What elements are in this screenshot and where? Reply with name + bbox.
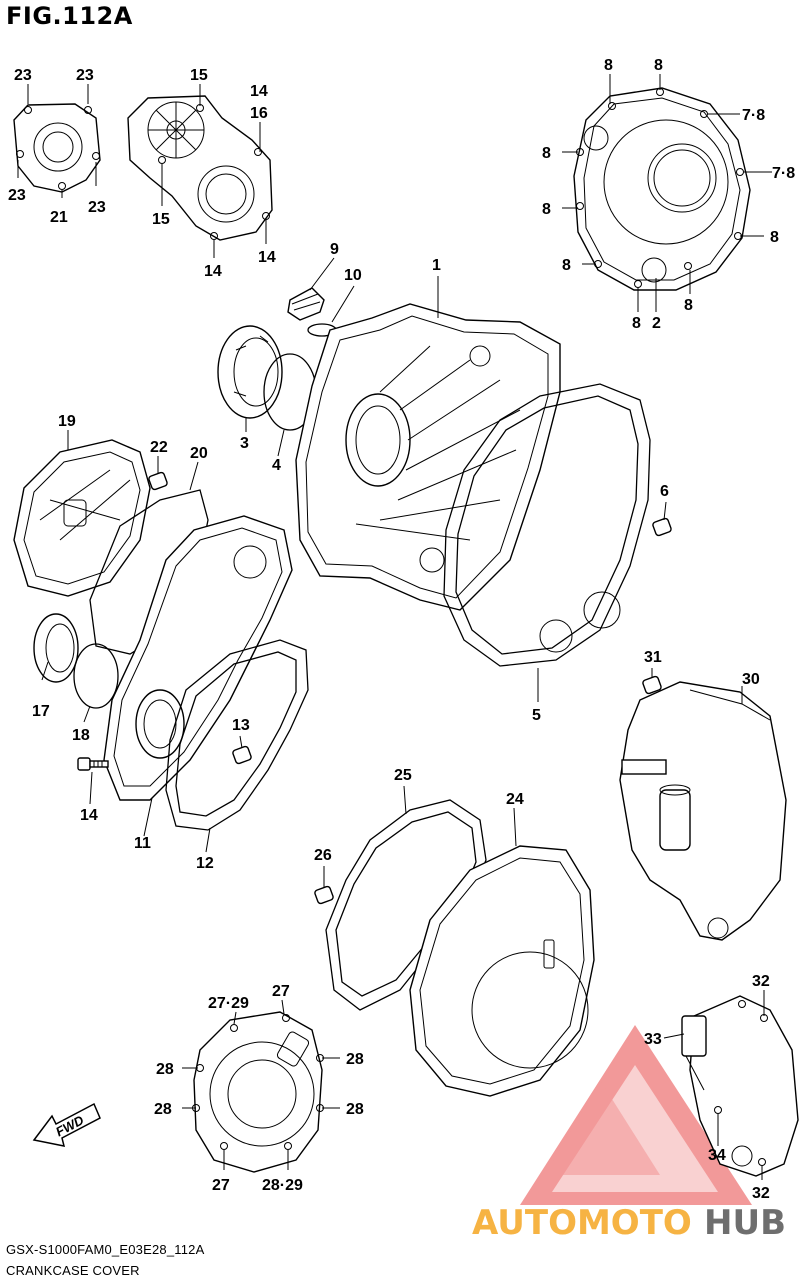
figure-caption: CRANKCASE COVER bbox=[6, 1263, 140, 1278]
callout-32: 32 bbox=[752, 973, 770, 990]
callout-16: 16 bbox=[250, 105, 268, 122]
callout-27-29: 27·29 bbox=[208, 995, 249, 1012]
callout-28: 28 bbox=[154, 1101, 172, 1118]
part-dowel-pin-6 bbox=[652, 517, 672, 537]
part-small-cover-23 bbox=[13, 103, 101, 193]
callout-28: 28 bbox=[346, 1051, 364, 1068]
part-gasket-25 bbox=[325, 799, 487, 1011]
part-dowel-pin-31 bbox=[642, 675, 662, 695]
callout-5: 5 bbox=[532, 707, 541, 724]
callout-9: 9 bbox=[330, 241, 339, 258]
callout-17: 17 bbox=[32, 703, 50, 720]
callout-4: 4 bbox=[272, 457, 281, 474]
callout-12: 12 bbox=[196, 855, 214, 872]
watermark-text: AUTOMOTO HUB bbox=[472, 1203, 786, 1243]
figure-code: GSX-S1000FAM0_E03E28_112A bbox=[6, 1242, 205, 1257]
figure-title: FIG.112A bbox=[6, 2, 133, 30]
callout-8: 8 bbox=[632, 315, 641, 332]
callout-13: 13 bbox=[232, 717, 250, 734]
part-cover-32-33-34 bbox=[681, 995, 799, 1177]
callout-14: 14 bbox=[250, 83, 268, 100]
part-generator-cover-24 bbox=[409, 845, 595, 1097]
part-gasket-12 bbox=[165, 639, 309, 831]
callout-27: 27 bbox=[272, 983, 290, 1000]
part-cover-11 bbox=[103, 515, 293, 801]
callout-27: 27 bbox=[212, 1177, 230, 1194]
callout-8: 8 bbox=[562, 257, 571, 274]
callout-30: 30 bbox=[742, 671, 760, 688]
callout-20: 20 bbox=[190, 445, 208, 462]
callout-31: 31 bbox=[644, 649, 662, 666]
part-gasket-5 bbox=[443, 383, 651, 667]
watermark-automoto: AUTOMOTO bbox=[472, 1203, 692, 1243]
part-dowel-pin-22 bbox=[148, 471, 168, 491]
callout-21: 21 bbox=[50, 209, 68, 226]
callout-8: 8 bbox=[604, 57, 613, 74]
callout-8: 8 bbox=[542, 145, 551, 162]
part-oil-seal-3 bbox=[217, 325, 283, 419]
callout-7-8: 7·8 bbox=[742, 107, 765, 124]
callout-15: 15 bbox=[190, 67, 208, 84]
callout-22: 22 bbox=[150, 439, 168, 456]
part-o-ring-18 bbox=[73, 643, 119, 709]
part-dowel-pin-26 bbox=[314, 885, 334, 905]
callout-8: 8 bbox=[654, 57, 663, 74]
callout-23: 23 bbox=[76, 67, 94, 84]
part-cover-19 bbox=[13, 439, 151, 597]
callout-11: 11 bbox=[134, 835, 151, 852]
callout-3: 3 bbox=[240, 435, 249, 452]
part-cover-27-28-29 bbox=[192, 1011, 324, 1173]
callout-34: 34 bbox=[708, 1147, 726, 1164]
callout-28: 28 bbox=[156, 1061, 174, 1078]
callout-2: 2 bbox=[652, 315, 661, 332]
callout-32: 32 bbox=[752, 1185, 770, 1202]
watermark-logo bbox=[520, 1025, 752, 1205]
callout-28: 28 bbox=[346, 1101, 364, 1118]
callout-24: 24 bbox=[506, 791, 524, 808]
part-cover-14-15-16 bbox=[127, 95, 273, 241]
fwd-arrow-icon: FWD bbox=[32, 1102, 101, 1147]
callout-8: 8 bbox=[684, 297, 693, 314]
callout-14: 14 bbox=[258, 249, 276, 266]
watermark-hub: HUB bbox=[704, 1203, 786, 1243]
part-clutch-cover-1 bbox=[295, 303, 561, 611]
part-dowel-pin-13 bbox=[232, 745, 252, 765]
callout-18: 18 bbox=[72, 727, 90, 744]
callout-28-29: 28·29 bbox=[262, 1177, 303, 1194]
callout-6: 6 bbox=[660, 483, 669, 500]
part-oil-filler-plug-9 bbox=[287, 287, 325, 321]
part-cover-30 bbox=[619, 681, 787, 941]
callout-33: 33 bbox=[644, 1031, 662, 1048]
callout-8: 8 bbox=[770, 229, 779, 246]
part-bolt-14 bbox=[77, 757, 109, 771]
callout-1: 1 bbox=[432, 257, 441, 274]
part-oil-seal-17 bbox=[33, 613, 79, 683]
leader-lines bbox=[17, 74, 772, 1180]
callout-23: 23 bbox=[8, 187, 26, 204]
callout-15: 15 bbox=[152, 211, 170, 228]
callout-labels: 23 23 23 21 23 15 14 16 15 14 14 8 8 7·8… bbox=[8, 57, 795, 1202]
callout-19: 19 bbox=[58, 413, 76, 430]
callout-23: 23 bbox=[88, 199, 106, 216]
callout-10: 10 bbox=[344, 267, 362, 284]
callout-25: 25 bbox=[394, 767, 412, 784]
callout-14: 14 bbox=[204, 263, 222, 280]
callout-23: 23 bbox=[14, 67, 32, 84]
callout-8: 8 bbox=[542, 201, 551, 218]
callout-7-8: 7·8 bbox=[772, 165, 795, 182]
callout-14: 14 bbox=[80, 807, 98, 824]
part-generator-cover-2-7-8 bbox=[573, 87, 751, 291]
callout-26: 26 bbox=[314, 847, 332, 864]
